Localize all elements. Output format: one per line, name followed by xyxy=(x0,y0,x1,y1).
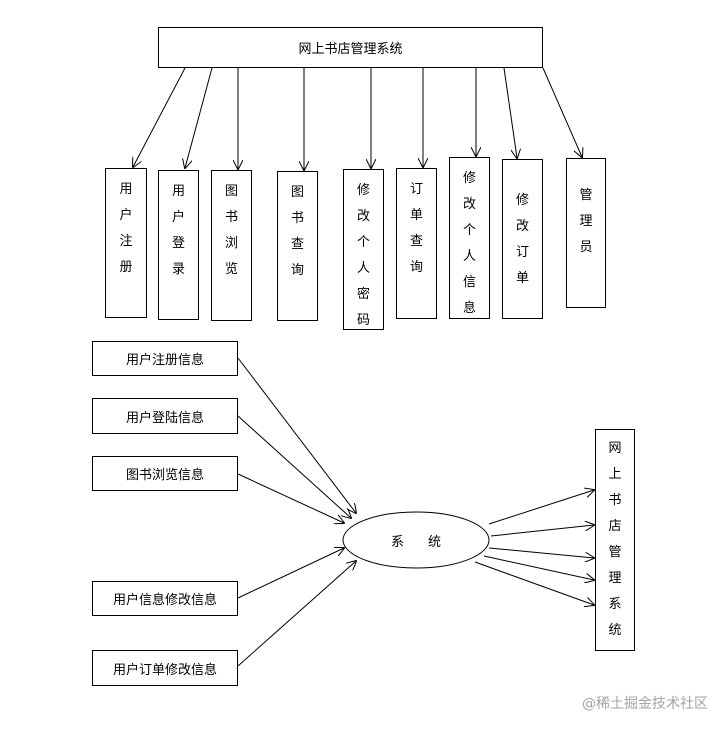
module-box-query: 图 书 查 询 xyxy=(277,171,318,321)
input-box-browse-info: 图书浏览信息 xyxy=(92,456,238,491)
arrow-input-4 xyxy=(237,548,344,599)
input-box-order-edit-info: 用户订单修改信息 xyxy=(92,650,238,686)
module-box-order-query: 订 单 查 询 xyxy=(396,168,437,319)
arrow-to-login xyxy=(185,67,213,168)
top-system-box: 网上书店管理系统 xyxy=(158,27,543,68)
module-box-pwd: 修 改 个 人 密 码 xyxy=(343,169,384,330)
input-box-register-info: 用户注册信息 xyxy=(92,341,238,376)
system-ellipse-label: 系 统 xyxy=(390,534,442,550)
arrow-input-3 xyxy=(237,473,344,523)
module-box-browse: 图 书 浏 览 xyxy=(211,170,252,321)
input-box-login-info: 用户登陆信息 xyxy=(92,398,238,434)
arrow-input-2 xyxy=(237,415,351,518)
arrow-output-5 xyxy=(474,561,594,605)
output-system-box: 网 上 书 店 管 理 系 统 xyxy=(595,429,635,651)
input-box-user-edit-info: 用户信息修改信息 xyxy=(92,581,238,616)
arrow-input-1 xyxy=(237,357,356,513)
arrow-output-1 xyxy=(488,490,594,525)
arrow-to-admin xyxy=(542,67,582,157)
module-box-admin: 管 理 员 xyxy=(566,158,606,308)
system-ellipse xyxy=(342,511,490,569)
module-box-order-edit: 修 改 订 单 xyxy=(502,159,543,319)
module-box-login: 用 户 登 录 xyxy=(158,170,199,320)
module-box-reg: 用 户 注 册 xyxy=(105,168,147,318)
module-box-info: 修 改 个 人 信 息 xyxy=(449,157,490,319)
arrow-to-order-edit xyxy=(503,67,517,158)
arrow-output-4 xyxy=(483,555,594,580)
arrow-input-5 xyxy=(237,561,356,667)
arrow-output-2 xyxy=(490,525,594,537)
arrow-output-3 xyxy=(488,547,594,558)
top-system-title: 网上书店管理系统 xyxy=(298,42,403,57)
arrow-to-reg xyxy=(133,67,186,167)
watermark-text: @稀土掘金技术社区 xyxy=(582,696,708,712)
